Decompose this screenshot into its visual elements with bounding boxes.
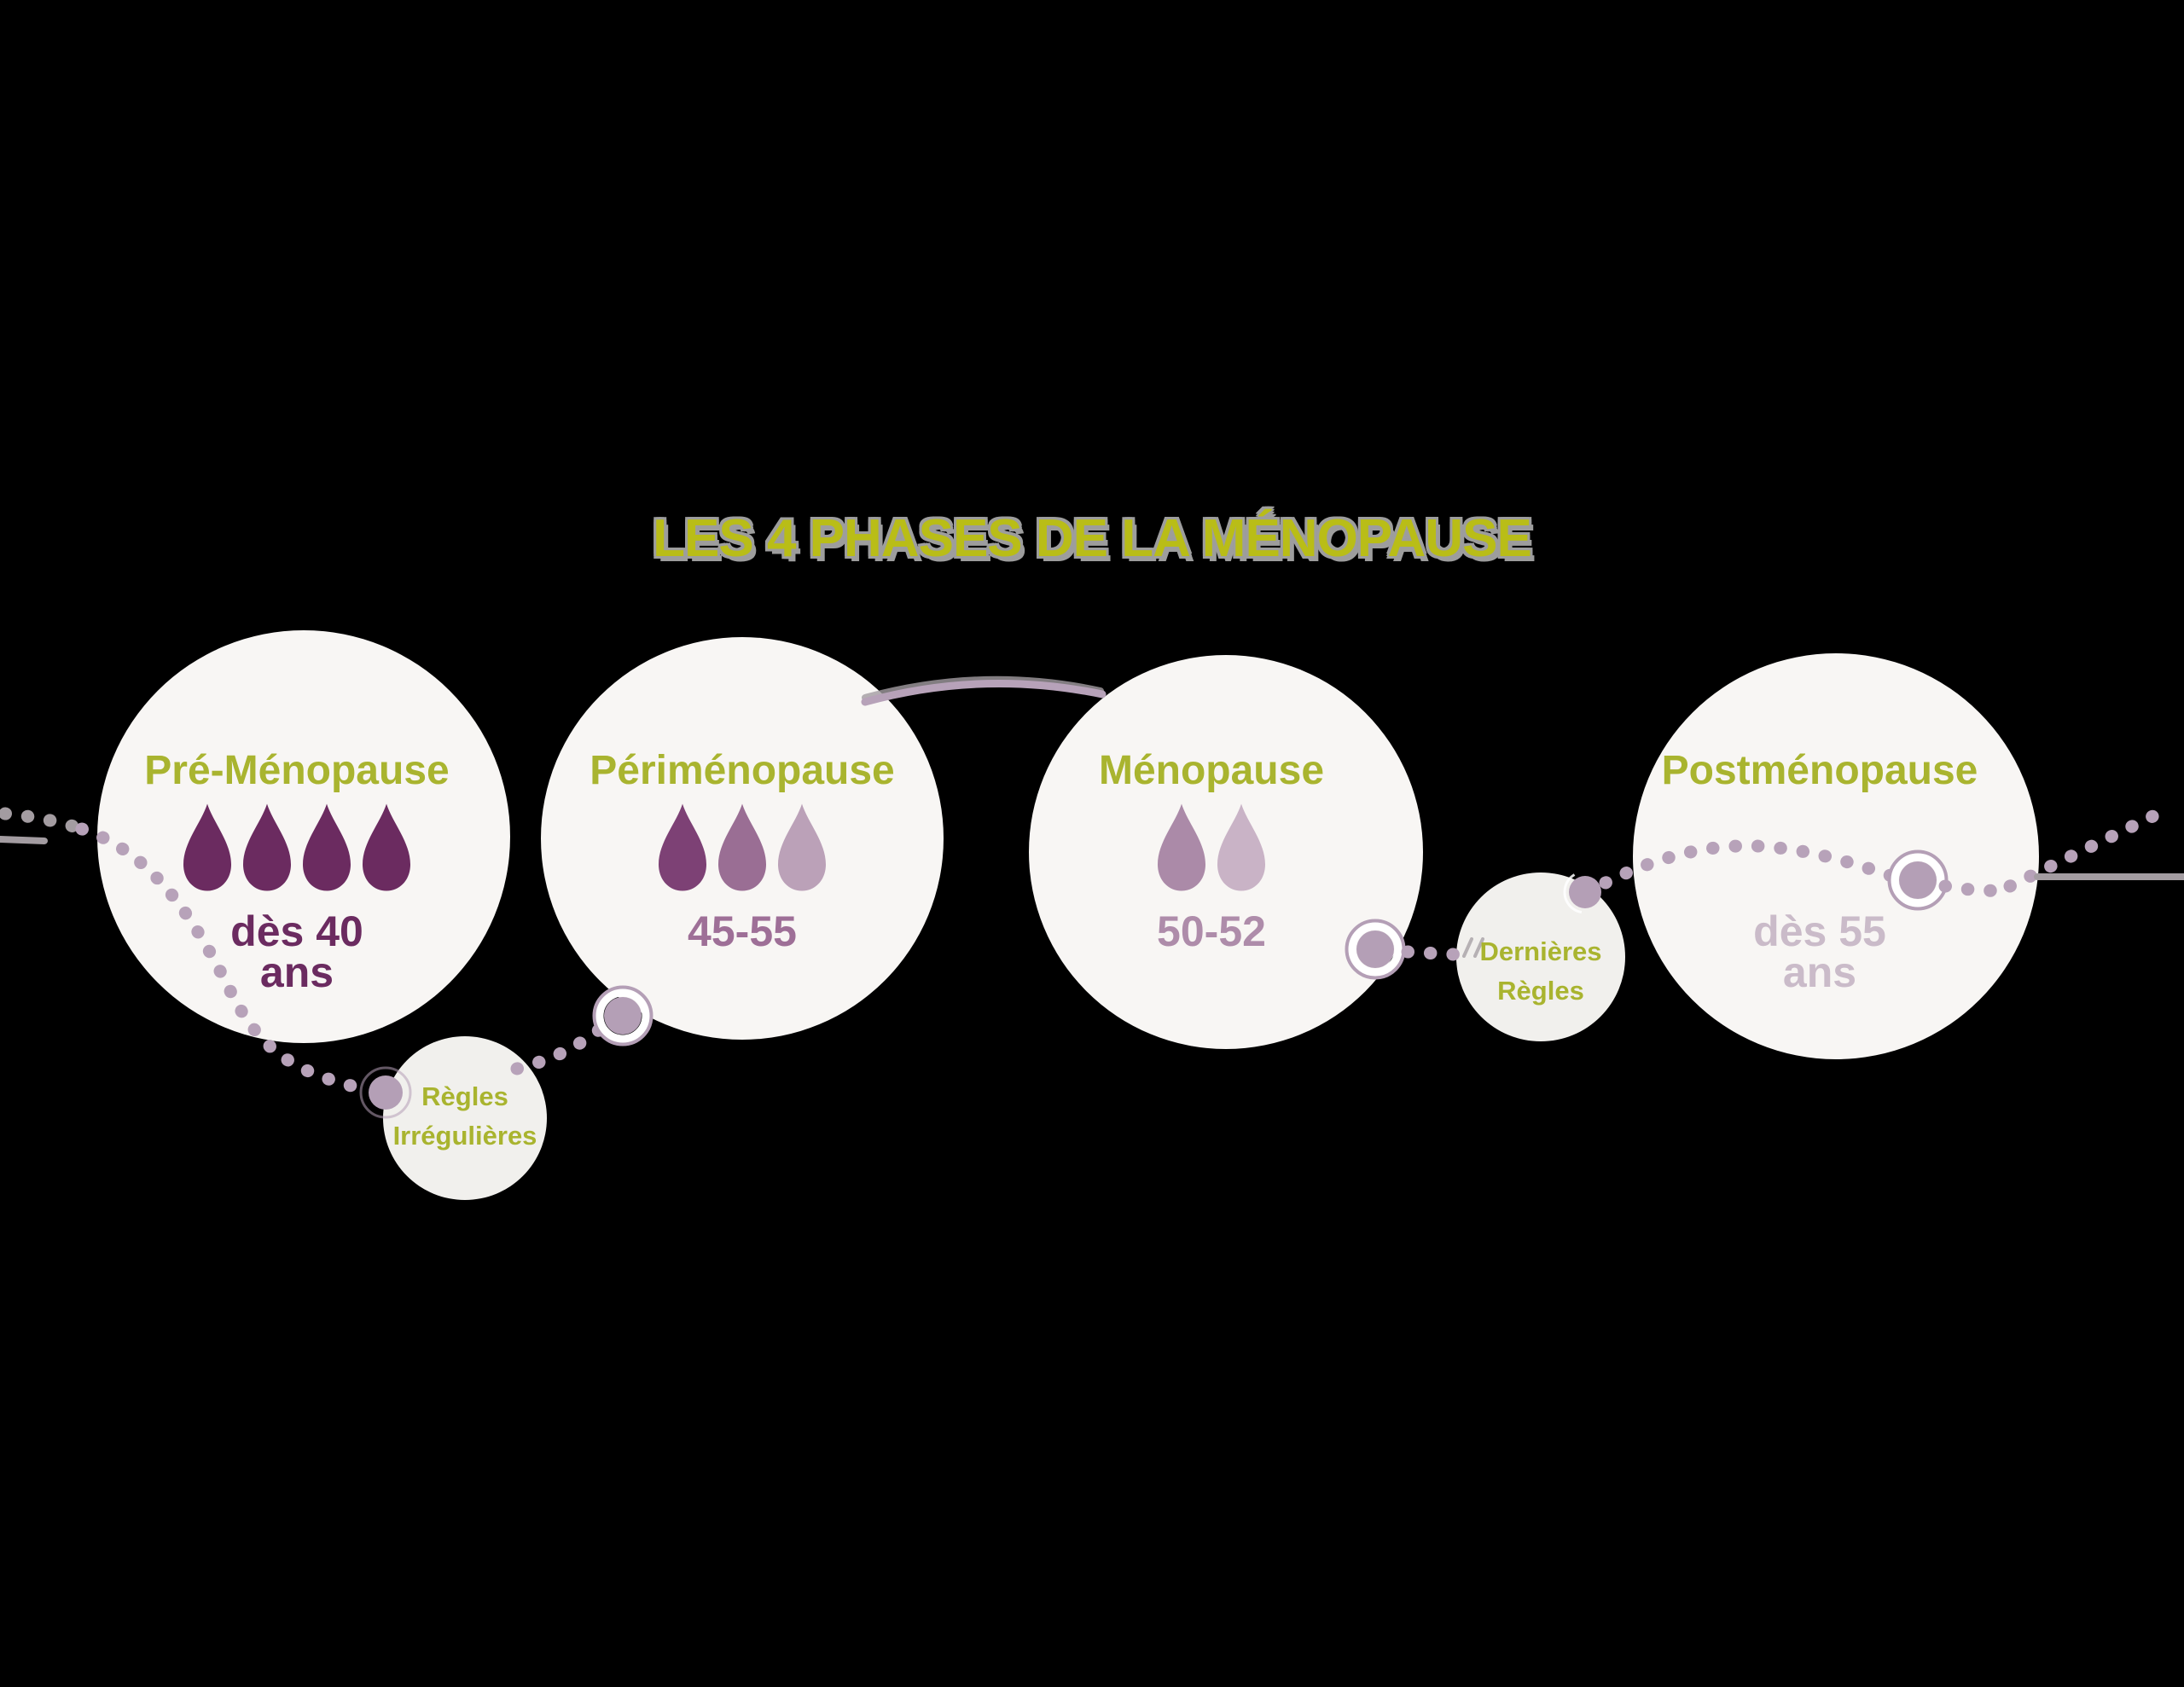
timeline-marker-postmenopause bbox=[1887, 849, 1949, 911]
circle-pre-menopause bbox=[97, 630, 510, 1043]
thread-dotted-to-dernieres-regles bbox=[1401, 945, 1461, 961]
phase-block-pre-menopause: Pré-Ménopause dès 40 ans bbox=[118, 748, 476, 996]
phase-block-perimenopause: Périménopause 45-55 bbox=[563, 748, 921, 955]
circle-postmenopause bbox=[1633, 653, 2039, 1059]
thread-dotted-exit-diagonal bbox=[2003, 800, 2179, 893]
thread-dotted-postmenopause-left bbox=[1599, 839, 1909, 890]
age-line2: ans bbox=[259, 948, 334, 996]
drop-icon bbox=[303, 803, 351, 891]
phase-block-menopause: Ménopause 50-52 bbox=[1032, 748, 1391, 955]
milestone-regles-irregulieres: Règles Irrégulières bbox=[337, 1077, 593, 1156]
drop-icon bbox=[718, 803, 766, 891]
timeline-marker-perimenopause bbox=[592, 985, 653, 1046]
phase-age: 45-55 bbox=[563, 907, 921, 955]
milestone-line2: Irrégulières bbox=[392, 1121, 537, 1151]
phase-age: 50-52 bbox=[1032, 907, 1391, 955]
drop-icon bbox=[1217, 803, 1265, 891]
age-line1: 50-52 bbox=[1157, 907, 1266, 955]
age-line1: dès 55 bbox=[1753, 907, 1886, 955]
milestone-line1: Règles bbox=[421, 1081, 508, 1111]
tick-mark bbox=[1473, 937, 1484, 958]
phase-age: dès 55 ans bbox=[1641, 907, 1999, 996]
page-title: LES 4 PHASES DE LA MÉNOPAUSE bbox=[653, 509, 1532, 568]
thread-entry-line bbox=[0, 836, 48, 844]
timeline-marker-dernieres-regles bbox=[1563, 870, 1607, 914]
drop-icon bbox=[363, 803, 410, 891]
drop-icon bbox=[183, 803, 231, 891]
phase-age: dès 40 ans bbox=[118, 907, 476, 996]
phase-label: Postménopause bbox=[1661, 748, 1978, 793]
thread-dotted-to-perimenopause bbox=[510, 1023, 607, 1075]
thread-entry-dots bbox=[0, 807, 89, 836]
age-line2: ans bbox=[1782, 948, 1857, 996]
age-line1: dès 40 bbox=[230, 907, 363, 955]
timeline-marker-menopause bbox=[1345, 919, 1406, 980]
phase-block-postmenopause: Postménopause dès 55 ans bbox=[1641, 748, 1999, 996]
drops-icons bbox=[1641, 802, 1999, 894]
drop-icon bbox=[243, 803, 291, 891]
drop-icon bbox=[778, 803, 826, 891]
thread-dotted-premenopause bbox=[75, 822, 372, 1096]
phase-label: Périménopause bbox=[590, 748, 895, 793]
drops-icons bbox=[118, 802, 476, 894]
milestone-line2: Règles bbox=[1497, 976, 1584, 1006]
milestone-dernieres-regles: Dernières Règles bbox=[1413, 932, 1669, 1011]
drop-icon bbox=[1158, 803, 1205, 891]
drops-icons bbox=[563, 802, 921, 894]
phase-label: Pré-Ménopause bbox=[144, 748, 450, 793]
age-line1: 45-55 bbox=[688, 907, 797, 955]
thread-arc-perimenopause-menopause bbox=[861, 679, 1107, 706]
timeline-marker-regles-irregulieres bbox=[359, 1066, 412, 1119]
drop-icon bbox=[659, 803, 706, 891]
phase-label: Ménopause bbox=[1098, 748, 1325, 793]
tick-mark bbox=[1462, 937, 1473, 958]
milestone-line1: Dernières bbox=[1479, 936, 1602, 966]
drops-icons bbox=[1032, 802, 1391, 894]
thread-dotted-postmenopause-right bbox=[1938, 879, 2010, 897]
